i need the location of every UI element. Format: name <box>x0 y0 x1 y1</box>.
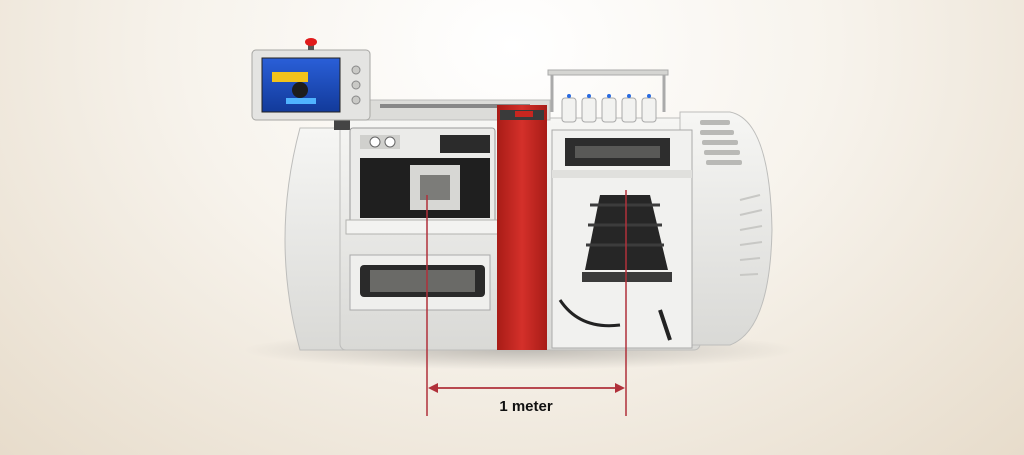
thread-rack <box>547 69 669 123</box>
left-arrowhead <box>428 383 438 393</box>
right-end-cap <box>679 111 773 346</box>
panel-buttons <box>351 65 361 105</box>
left-lower-window <box>349 254 491 311</box>
control-monitor <box>251 38 371 130</box>
warning-beacon <box>305 38 317 50</box>
screen-content <box>272 72 316 104</box>
right-arrowhead <box>615 383 625 393</box>
vent-slats <box>739 194 763 276</box>
left-shelf <box>345 219 499 235</box>
right-bay <box>551 129 693 349</box>
red-center-column <box>497 105 547 350</box>
left-window <box>349 127 496 224</box>
measurement-label: 1 meter <box>499 398 553 415</box>
left-end-cap <box>284 127 351 351</box>
measurement-overlay <box>426 190 627 416</box>
